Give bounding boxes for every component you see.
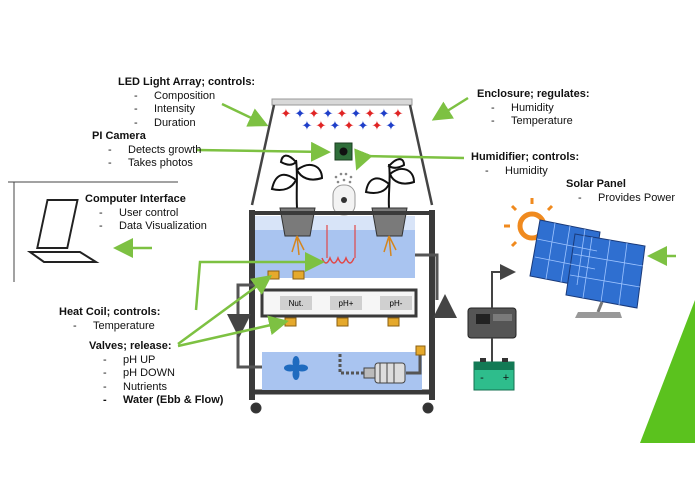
label-valves: Valves; release: pH UP pH DOWN Nutrients… (89, 340, 223, 408)
label-heat-coil: Heat Coil; controls: Temperature (59, 306, 160, 333)
arrow-heat (194, 252, 325, 311)
svg-text:✦: ✦ (295, 106, 306, 121)
corner-accent (640, 300, 695, 443)
plant-right-icon (364, 158, 416, 209)
side-valve (415, 345, 426, 356)
label-computer: Computer Interface User control Data Vis… (85, 193, 207, 234)
tank-phminus-label: pH- (390, 299, 403, 308)
svg-text:✦: ✦ (323, 106, 334, 121)
arrow-valve-2 (177, 315, 289, 348)
svg-text:✦: ✦ (281, 106, 292, 121)
svg-text:✦: ✦ (302, 118, 313, 133)
fan-icon (284, 356, 308, 380)
plant-left-icon (270, 154, 324, 209)
svg-text:✦: ✦ (330, 118, 341, 133)
laptop-icon (26, 199, 100, 263)
svg-text:✦: ✦ (372, 118, 383, 133)
label-camera: PI Camera Detects growth Takes photos (92, 130, 201, 171)
pump-icon (363, 362, 406, 384)
svg-text:✦: ✦ (309, 106, 320, 121)
label-solar: Solar Panel Provides Power (566, 178, 675, 205)
led-array: ✦✦ ✦✦ ✦✦ ✦✦ ✦ ✦✦ ✦✦ ✦✦ ✦ (250, 98, 434, 206)
tank-phplus-label: pH+ (339, 299, 354, 308)
svg-text:✦: ✦ (316, 118, 327, 133)
label-enclosure: Enclosure; regulates: Humidity Temperatu… (477, 88, 589, 129)
heat-coil-icon (321, 255, 355, 264)
charge-controller-icon (467, 307, 517, 339)
arrow-humidifier (354, 148, 465, 171)
chemical-tanks (260, 288, 418, 327)
svg-text:✦: ✦ (351, 106, 362, 121)
svg-text:✦: ✦ (365, 106, 376, 121)
battery-plus: + (503, 372, 509, 384)
svg-text:✦: ✦ (379, 106, 390, 121)
battery-icon (473, 358, 515, 391)
pi-camera-icon (334, 142, 353, 161)
label-led: LED Light Array; controls: Composition I… (118, 76, 255, 130)
upper-valves (267, 270, 305, 280)
solar-panel-icon (504, 198, 646, 318)
svg-text:✦: ✦ (393, 106, 404, 121)
water-reservoir (262, 352, 422, 390)
arrow-enclosure (431, 96, 469, 121)
battery-minus: - (480, 372, 484, 384)
tank-nut-label: Nut. (289, 299, 304, 308)
arrow-valve-1 (177, 275, 273, 346)
svg-text:✦: ✦ (337, 106, 348, 121)
label-humidifier: Humidifier; controls: Humidity (471, 151, 579, 178)
led-stars: ✦✦ ✦✦ ✦✦ ✦✦ ✦ ✦✦ ✦✦ ✦✦ ✦ (281, 106, 404, 133)
svg-text:✦: ✦ (386, 118, 397, 133)
arrow-camera (195, 141, 331, 162)
svg-text:✦: ✦ (344, 118, 355, 133)
grow-tank (255, 207, 415, 278)
svg-text:✦: ✦ (358, 118, 369, 133)
humidifier-icon (332, 172, 356, 216)
